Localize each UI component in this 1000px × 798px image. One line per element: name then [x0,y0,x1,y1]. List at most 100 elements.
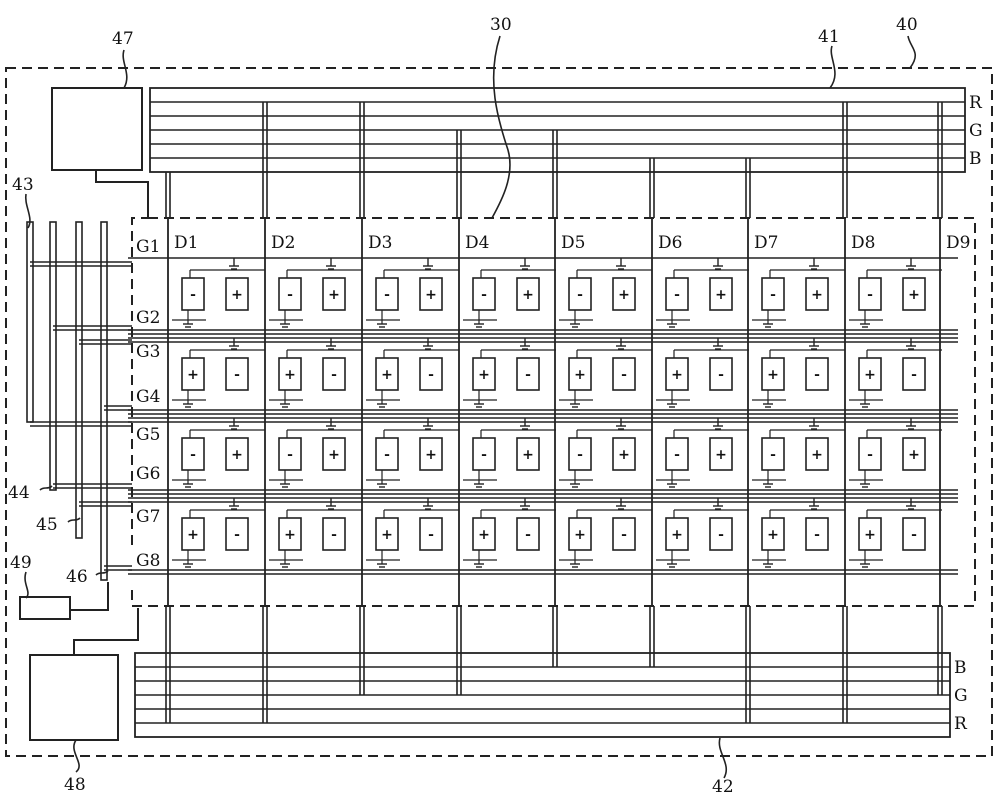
polarity-sign: - [911,367,917,383]
pixel-electrode [516,517,540,551]
polarity-sign: - [814,367,820,383]
pixel-cell: -+ [656,418,749,488]
bottom-bus-lines: BGR [134,652,968,738]
leader-49 [24,571,29,599]
pixel-electrode [225,357,249,391]
top-bus-label: G [969,121,983,141]
polarity-sign: - [674,447,680,463]
pixel-electrode [902,277,926,311]
pixel-electrode [858,357,882,391]
pixel-cell: -+ [366,418,459,488]
leader-47 [122,49,128,89]
polarity-sign: - [190,447,196,463]
bottom-bus-label: B [954,658,967,678]
pixel-cell: +- [849,338,942,408]
pixel-electrode [322,437,346,471]
polarity-sign: + [715,287,727,303]
left-clock-lines [26,221,132,581]
polarity-sign: + [864,367,876,383]
polarity-sign: + [231,287,243,303]
polarity-sign: + [574,527,586,543]
pixel-electrode [709,357,733,391]
pixel-cell: -+ [269,418,362,488]
pixel-cell: -+ [849,418,942,488]
ref-47: 47 [112,29,134,49]
pixel-electrode [568,437,592,471]
pixel-electrode [472,357,496,391]
data-line-label: D9 [946,233,970,253]
pixel-cell: -+ [559,418,652,488]
polarity-sign: + [811,447,823,463]
data-line-label: D7 [754,233,778,253]
polarity-sign: + [328,447,340,463]
pixel-electrode [375,357,399,391]
pixel-cell: -+ [366,258,459,328]
leader-44 [39,485,53,491]
polarity-sign: - [621,367,627,383]
pixel-electrode [375,437,399,471]
polarity-sign: - [331,527,337,543]
pixel-electrode [805,277,829,311]
gate-line-label: G7 [136,507,160,527]
gate-line-label: G3 [136,342,160,362]
data-line-bottom-2 [262,606,268,723]
leader-45 [67,517,81,523]
pixel-cell: +- [463,498,556,568]
polarity-sign: + [328,287,340,303]
pixel-cell: +- [752,498,845,568]
pixel-cell: -+ [172,258,265,328]
pixel-electrode [858,277,882,311]
data-line-bottom-8 [842,606,848,723]
pixel-electrode [902,437,926,471]
top-bus-lines: RGB [149,87,983,173]
pixel-cell: +- [269,338,362,408]
pixel-cell: +- [559,338,652,408]
polarity-sign: - [234,367,240,383]
pixel-cell: +- [849,498,942,568]
polarity-sign: + [715,447,727,463]
pixel-electrode [472,437,496,471]
pixel-cell: +- [366,338,459,408]
polarity-sign: - [384,447,390,463]
gate-line-4 [128,409,958,415]
leader-30 [491,35,511,219]
polarity-sign: - [911,527,917,543]
pixel-electrode [665,277,689,311]
data-line-label: D8 [851,233,875,253]
polarity-sign: + [864,527,876,543]
polarity-sign: - [331,367,337,383]
data-line-bottom-7 [745,606,751,723]
gate-line-label: G2 [136,308,160,328]
pixel-electrode [665,437,689,471]
pixel-electrode [805,437,829,471]
box-47-link [95,170,149,218]
pixel-cell: -+ [463,258,556,328]
pixel-electrode [568,517,592,551]
polarity-sign: + [187,367,199,383]
pixel-electrode [419,277,443,311]
pixel-cell: +- [656,498,749,568]
polarity-sign: - [770,287,776,303]
pixel-electrode [612,277,636,311]
pixel-electrode [858,437,882,471]
pixel-electrode [516,277,540,311]
polarity-sign: - [525,527,531,543]
polarity-sign: + [618,447,630,463]
clock-line-2 [49,221,57,491]
ref-41: 41 [818,27,840,47]
box-47 [51,87,143,171]
polarity-sign: - [234,527,240,543]
pixel-electrode [805,517,829,551]
polarity-sign: - [481,287,487,303]
pixel-electrode [225,437,249,471]
pixel-cell: +- [269,498,362,568]
ref-45: 45 [36,515,58,535]
outer-border [5,67,993,757]
polarity-sign: + [767,527,779,543]
polarity-sign: - [190,287,196,303]
pixel-electrode [419,517,443,551]
gate-line-5 [128,417,958,423]
polarity-sign: + [908,287,920,303]
